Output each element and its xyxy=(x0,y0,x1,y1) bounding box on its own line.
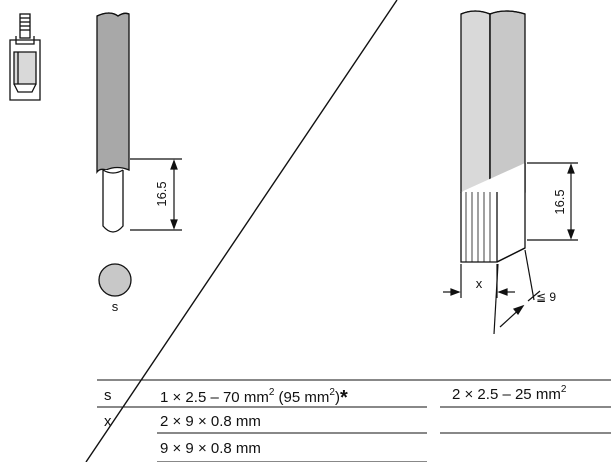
table-cell-s-col2: 2 × 2.5 – 25 mm2 xyxy=(452,384,567,403)
table-row-symbol-s: s xyxy=(104,387,112,404)
s-col1-extra-close: ) xyxy=(334,389,340,406)
s-col1-text: 1 × 2.5 – 70 mm xyxy=(160,389,269,406)
table-rules xyxy=(97,379,611,462)
width-label: x xyxy=(476,276,483,291)
s-col1-extra: (95 mm xyxy=(274,389,330,406)
left-strip-length-label: 16.5 xyxy=(154,181,169,206)
terminal-screw-clamp-icon xyxy=(9,13,41,101)
table-cell-x-col1: 2 × 9 × 0.8 mm xyxy=(160,413,261,430)
cross-section-label: s xyxy=(112,299,119,314)
s-col1-extra-sup: 2 xyxy=(329,387,335,398)
table-row-symbol-x: x xyxy=(104,413,112,430)
flat-conductor-drawing xyxy=(460,10,526,263)
thickness-dimension xyxy=(493,249,541,335)
diagonal-divider xyxy=(85,0,398,462)
thickness-label: ≦ 9 xyxy=(536,290,556,304)
s-col2-sup: 2 xyxy=(560,384,567,395)
width-dimension-x xyxy=(443,264,515,298)
asterisk-footnote-marker: * xyxy=(339,387,348,409)
s-col1-sup: 2 xyxy=(268,387,275,398)
round-conductor-drawing xyxy=(96,12,130,233)
right-dimension-16-5 xyxy=(527,162,578,241)
table-cell-row3-col1: 9 × 9 × 0.8 mm xyxy=(160,440,261,457)
left-dimension-16-5 xyxy=(130,158,182,231)
cross-section-circle xyxy=(98,263,132,297)
s-col2-text: 2 × 2.5 – 25 mm xyxy=(452,386,561,403)
table-cell-s-col1: 1 × 2.5 – 70 mm2 (95 mm2)* xyxy=(160,385,348,409)
right-strip-length-label: 16.5 xyxy=(552,189,567,214)
